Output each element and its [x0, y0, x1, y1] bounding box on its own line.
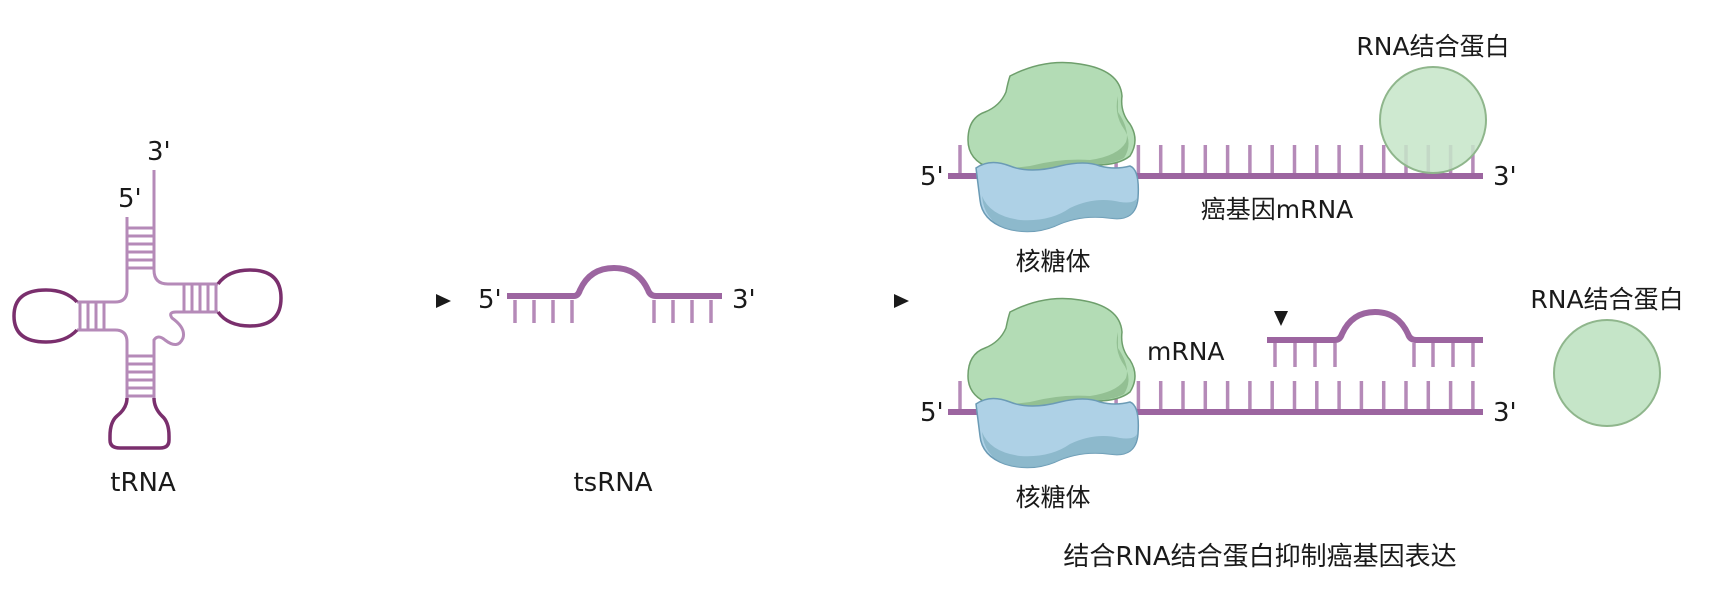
bottom-protein-label: RNA结合蛋白 — [1530, 285, 1683, 314]
trna-d-loop — [12, 288, 79, 344]
trna-anticodon-loop — [108, 397, 171, 450]
tsrna-backbone — [507, 264, 722, 299]
bottom-rna-binding-protein — [1553, 319, 1661, 427]
top-protein-label: RNA结合蛋白 — [1356, 32, 1509, 61]
arrow-trna-to-tsrna — [333, 294, 451, 308]
tsrna-5prime-label: 5' — [478, 285, 502, 315]
trna-loops — [12, 268, 283, 450]
caption: 结合RNA结合蛋白抑制癌基因表达 — [1063, 542, 1456, 572]
bottom-ribosome-label: 核糖体 — [1015, 483, 1090, 512]
trna-5prime-label: 5' — [118, 184, 142, 214]
trna-3prime-label: 3' — [147, 137, 171, 167]
top-panel: 5' 3' 核糖体 癌基因mRNA RNA结合蛋白 — [920, 32, 1517, 276]
top-rna-binding-protein — [1379, 66, 1487, 174]
top-3prime-label: 3' — [1493, 162, 1517, 192]
tsrna-structure: 5' 3' tsRNA — [478, 264, 756, 498]
bound-tsrna — [1267, 308, 1483, 367]
trna-core — [77, 269, 218, 398]
bottom-3prime-label: 3' — [1493, 398, 1517, 428]
tsrna-label: tsRNA — [573, 468, 652, 498]
top-oncogene-mrna-label: 癌基因mRNA — [1201, 195, 1354, 224]
arrow-tsrna-to-mechanism — [792, 294, 909, 308]
bottom-5prime-label: 5' — [920, 398, 944, 428]
tsrna-bases — [513, 300, 713, 323]
arrow-head-icon — [436, 294, 451, 308]
trna-acceptor-stem — [125, 170, 156, 290]
arrow-head-icon — [894, 294, 909, 308]
tsrna-3prime-label: 3' — [732, 285, 756, 315]
top-ribosome — [967, 61, 1140, 233]
top-ribosome-label: 核糖体 — [1015, 247, 1090, 276]
trna-t-loop — [216, 268, 283, 328]
trna-label: tRNA — [110, 468, 176, 498]
bottom-ribosome — [967, 297, 1140, 469]
trna-structure: 3' 5' tRNA — [12, 137, 283, 498]
bottom-mrna-label: mRNA — [1147, 337, 1225, 366]
bottom-panel: 5' 3' 核糖体 mRNA RNA结合蛋白 结合RNA结合蛋白抑制癌基因表达 — [920, 285, 1684, 572]
arrow-head-icon — [1274, 311, 1288, 326]
arrow-down — [1274, 247, 1288, 326]
top-5prime-label: 5' — [920, 162, 944, 192]
